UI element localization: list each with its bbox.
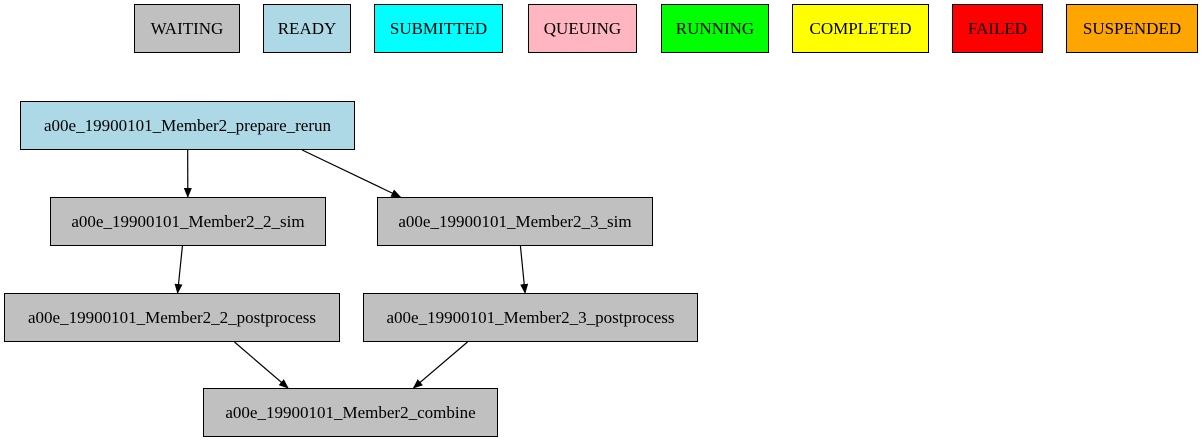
- legend-ready: READY: [263, 4, 351, 53]
- edge-sim2-to-post2: [174, 245, 183, 294]
- legend-label: SUBMITTED: [389, 18, 488, 38]
- edge-post3-to-combine: [412, 341, 468, 389]
- legend-queuing: QUEUING: [528, 4, 637, 53]
- job-label: a00e_19900101_Member2_combine: [225, 402, 476, 422]
- legend-waiting: WAITING: [134, 4, 240, 53]
- job-label: a00e_19900101_Member2_2_sim: [71, 211, 305, 231]
- job-node-2-sim[interactable]: a00e_19900101_Member2_2_sim: [50, 197, 326, 246]
- job-label: a00e_19900101_Member2_3_sim: [398, 211, 632, 231]
- legend-label: READY: [277, 18, 337, 38]
- edge-sim3-to-post3: [519, 245, 529, 294]
- job-node-2-postprocess[interactable]: a00e_19900101_Member2_2_postprocess: [4, 293, 340, 342]
- legend-label: SUSPENDED: [1082, 18, 1182, 38]
- legend-running: RUNNING: [661, 4, 769, 53]
- legend-label: RUNNING: [675, 18, 755, 38]
- legend-label: QUEUING: [543, 18, 622, 38]
- job-label: a00e_19900101_Member2_prepare_rerun: [43, 115, 331, 135]
- legend-label: FAILED: [967, 18, 1028, 38]
- job-label: a00e_19900101_Member2_3_postprocess: [386, 307, 675, 327]
- legend-suspended: SUSPENDED: [1066, 4, 1198, 53]
- legend-completed: COMPLETED: [792, 4, 929, 53]
- edge-post2-to-combine: [234, 341, 289, 389]
- legend-label: COMPLETED: [809, 18, 912, 38]
- legend-label: WAITING: [150, 18, 224, 38]
- job-node-prepare-rerun[interactable]: a00e_19900101_Member2_prepare_rerun: [20, 101, 355, 150]
- job-node-3-postprocess[interactable]: a00e_19900101_Member2_3_postprocess: [363, 293, 698, 342]
- legend-submitted: SUBMITTED: [374, 4, 503, 53]
- job-label: a00e_19900101_Member2_2_postprocess: [27, 307, 316, 327]
- edge-prepare-to-sim3: [301, 149, 402, 198]
- job-node-3-sim[interactable]: a00e_19900101_Member2_3_sim: [377, 197, 653, 246]
- legend-failed: FAILED: [952, 4, 1043, 53]
- job-node-combine[interactable]: a00e_19900101_Member2_combine: [203, 388, 498, 437]
